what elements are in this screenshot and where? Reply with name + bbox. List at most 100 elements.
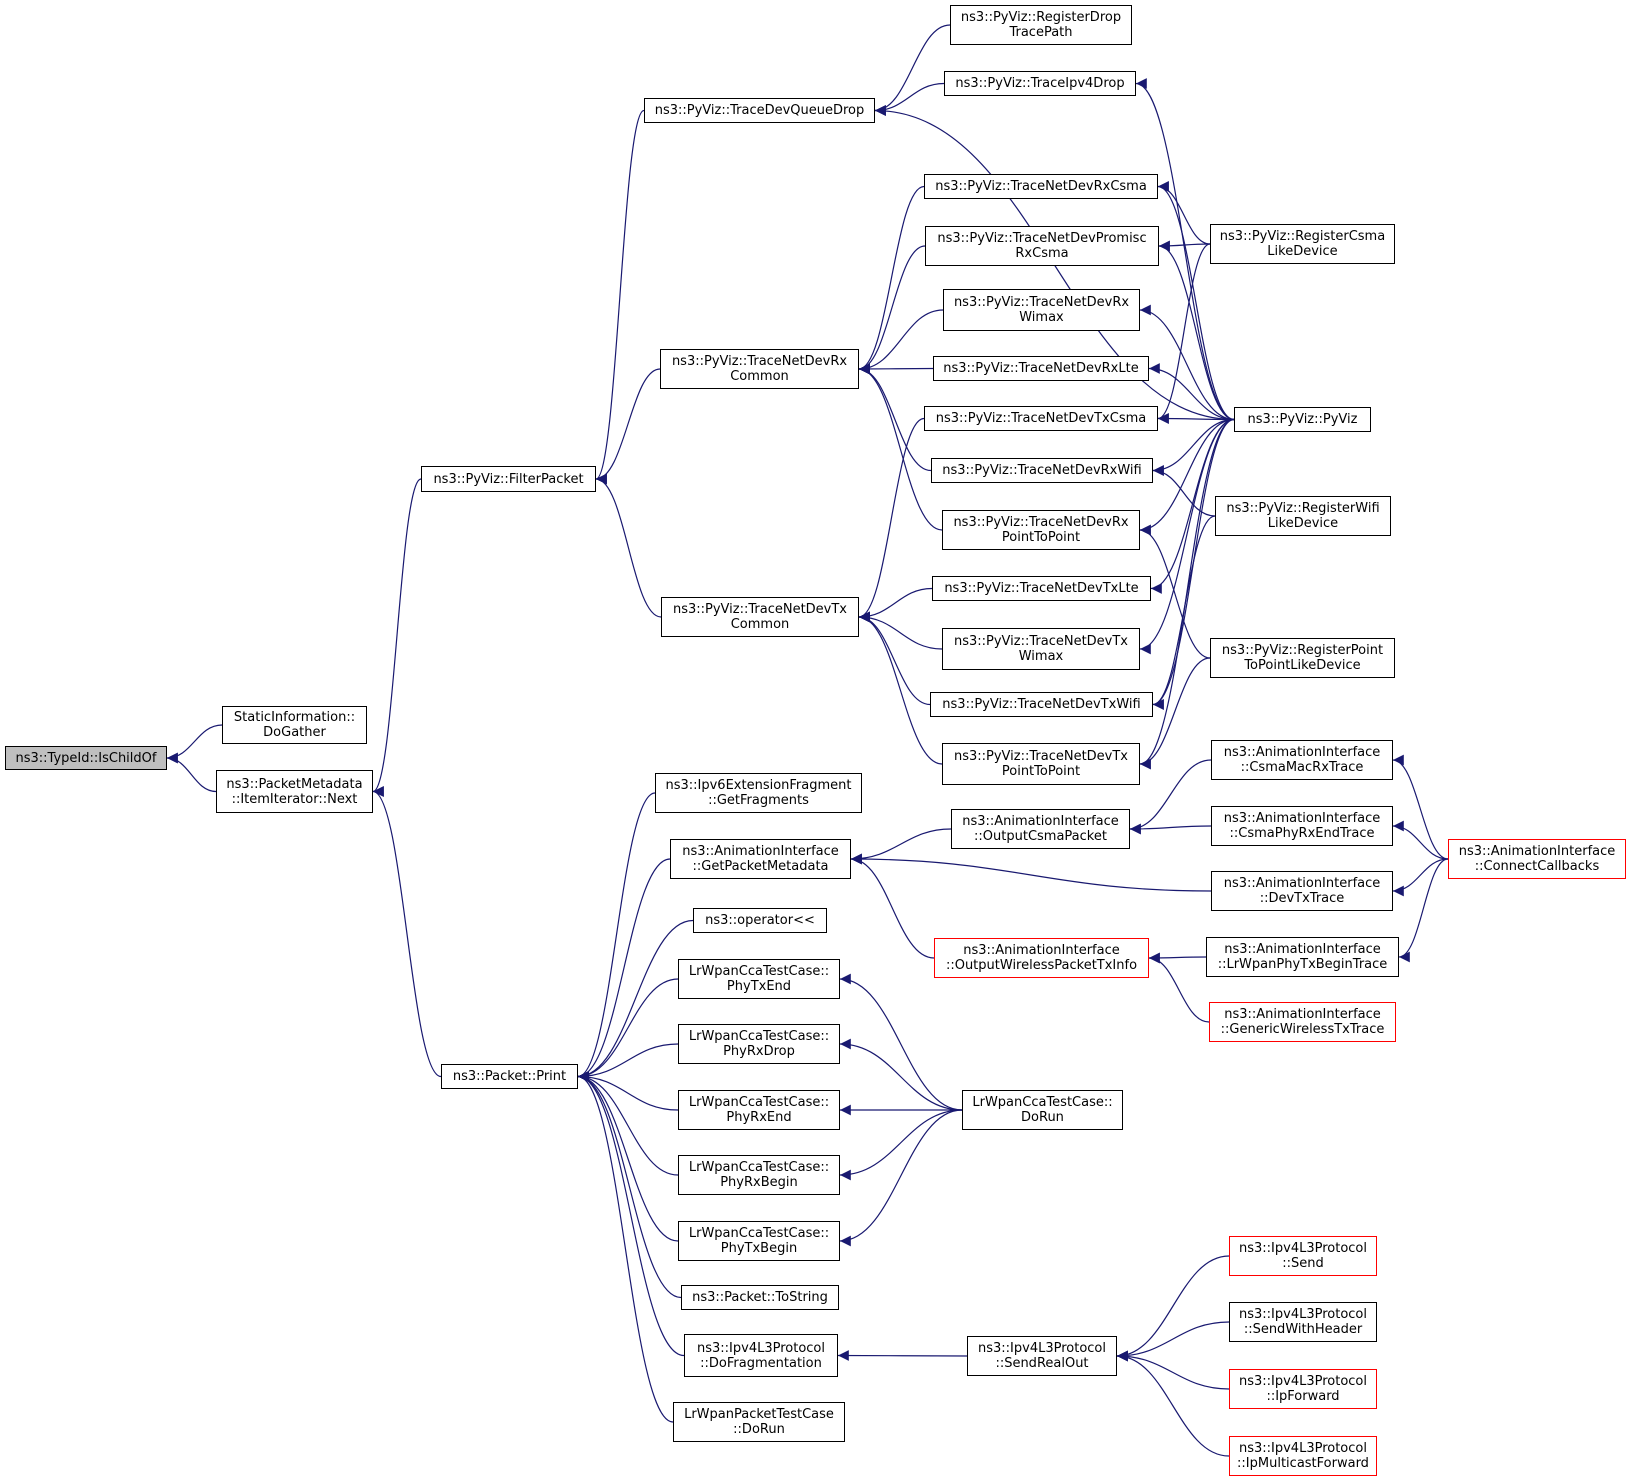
graph-node-typeid[interactable]: ns3::TypeId::IsChildOf bbox=[5, 746, 167, 770]
call-edge-connectcallbacks-to-devtxtrace bbox=[1392, 858, 1449, 897]
call-edge-packettostring-to-packet_print bbox=[577, 1071, 682, 1299]
graph-node-rxwifi[interactable]: ns3::PyViz::TraceNetDevRxWifi bbox=[931, 458, 1153, 483]
call-edge-phyrxdrop-to-packet_print bbox=[577, 1043, 679, 1082]
call-edge-rxcsma-to-rxcommon bbox=[858, 185, 925, 375]
graph-node-ipforward[interactable]: ns3::Ipv4L3Protocol ::IpForward bbox=[1229, 1369, 1377, 1409]
graph-node-pyviz[interactable]: ns3::PyViz::PyViz bbox=[1234, 407, 1371, 432]
graph-node-registerp2p[interactable]: ns3::PyViz::RegisterPoint ToPointLikeDev… bbox=[1210, 638, 1395, 678]
graph-node-ipmulticastforward[interactable]: ns3::Ipv4L3Protocol ::IpMulticastForward bbox=[1229, 1436, 1377, 1476]
call-edge-txwifi-to-txcommon bbox=[858, 611, 931, 706]
graph-node-sendwithheader[interactable]: ns3::Ipv4L3Protocol ::SendWithHeader bbox=[1229, 1302, 1377, 1342]
graph-node-operator[interactable]: ns3::operator<< bbox=[693, 908, 827, 933]
graph-node-ipv4send[interactable]: ns3::Ipv4L3Protocol ::Send bbox=[1229, 1236, 1377, 1276]
call-edge-traceipv4drop-to-tracedevqueuedrop bbox=[874, 82, 945, 116]
call-edge-pyviz-to-rxlte bbox=[1148, 363, 1235, 421]
graph-node-txcommon[interactable]: ns3::PyViz::TraceNetDevTx Common bbox=[661, 597, 859, 637]
call-edge-ipv4send-to-sendrealout bbox=[1116, 1255, 1230, 1362]
call-edge-static_dogather-to-typeid bbox=[166, 724, 223, 764]
call-edge-packettestdorun-to-packet_print bbox=[577, 1071, 674, 1423]
call-edge-csmamacrxtrace-to-outputcsmapacket bbox=[1129, 759, 1212, 835]
call-edge-pyviz-to-rxwimax bbox=[1139, 304, 1235, 421]
graph-node-tracedevqueuedrop[interactable]: ns3::PyViz::TraceDevQueueDrop bbox=[644, 98, 875, 123]
call-edge-rxwimax-to-rxcommon bbox=[858, 309, 944, 375]
graph-node-outputwireless[interactable]: ns3::AnimationInterface ::OutputWireless… bbox=[934, 938, 1149, 978]
graph-node-rxp2p[interactable]: ns3::PyViz::TraceNetDevRx PointToPoint bbox=[942, 510, 1140, 550]
call-edge-phytxbegin-to-packet_print bbox=[577, 1071, 679, 1242]
call-edge-rxp2p-to-rxcommon bbox=[858, 363, 943, 531]
call-edge-phyrxbegin-to-packet_print bbox=[577, 1071, 679, 1176]
call-edge-registercsma-to-txcsma bbox=[1157, 243, 1211, 424]
graph-node-pm_next[interactable]: ns3::PacketMetadata ::ItemIterator::Next bbox=[216, 770, 373, 813]
graph-node-txp2p[interactable]: ns3::PyViz::TraceNetDevTx PointToPoint bbox=[942, 743, 1140, 785]
graph-node-txlte[interactable]: ns3::PyViz::TraceNetDevTxLte bbox=[932, 576, 1151, 601]
call-edge-pyviz-to-txwimax bbox=[1139, 418, 1235, 655]
graph-node-traceipv4drop[interactable]: ns3::PyViz::TraceIpv4Drop bbox=[944, 71, 1136, 96]
graph-node-dofragmentation[interactable]: ns3::Ipv4L3Protocol ::DoFragmentation bbox=[684, 1334, 838, 1377]
call-edge-txcsma-to-txcommon bbox=[858, 417, 925, 623]
call-edge-pyviz-to-rxwifi bbox=[1152, 418, 1235, 476]
graph-node-txwifi[interactable]: ns3::PyViz::TraceNetDevTxWifi bbox=[930, 692, 1153, 717]
graph-node-rxcommon[interactable]: ns3::PyViz::TraceNetDevRx Common bbox=[660, 349, 859, 389]
graph-node-packettostring[interactable]: ns3::Packet::ToString bbox=[681, 1285, 839, 1310]
call-edge-rxcommon-to-filterpacket bbox=[595, 368, 661, 485]
call-edge-ipforward-to-sendrealout bbox=[1116, 1350, 1230, 1390]
call-edge-pm_next-to-typeid bbox=[166, 752, 217, 793]
graph-node-ipv6getfragments[interactable]: ns3::Ipv6ExtensionFragment ::GetFragment… bbox=[655, 773, 862, 813]
graph-node-rxwimax[interactable]: ns3::PyViz::TraceNetDevRx Wimax bbox=[943, 289, 1140, 331]
graph-node-ccadorun[interactable]: LrWpanCcaTestCase:: DoRun bbox=[962, 1090, 1123, 1130]
call-edge-registerwifi-to-rxwifi bbox=[1152, 465, 1216, 517]
call-edge-ipv6getfragments-to-packet_print bbox=[577, 792, 656, 1082]
call-edge-txwimax-to-txcommon bbox=[858, 611, 943, 650]
graph-node-sendrealout[interactable]: ns3::Ipv4L3Protocol ::SendRealOut bbox=[967, 1336, 1117, 1376]
call-edge-filterpacket-to-pm_next bbox=[372, 478, 422, 797]
graph-node-lrwpanphytxbegintrace[interactable]: ns3::AnimationInterface ::LrWpanPhyTxBeg… bbox=[1206, 937, 1399, 977]
graph-node-packet_print[interactable]: ns3::Packet::Print bbox=[441, 1064, 578, 1089]
call-edge-phytxend-to-packet_print bbox=[577, 978, 679, 1082]
graph-node-phyrxend[interactable]: LrWpanCcaTestCase:: PhyRxEnd bbox=[678, 1090, 840, 1130]
call-edge-txp2p-to-txcommon bbox=[858, 611, 943, 765]
call-edge-pyviz-to-traceipv4drop bbox=[1135, 78, 1235, 421]
graph-node-txcsma[interactable]: ns3::PyViz::TraceNetDevTxCsma bbox=[924, 406, 1158, 431]
graph-node-genericwirelesstxtrace[interactable]: ns3::AnimationInterface ::GenericWireles… bbox=[1209, 1002, 1396, 1042]
graph-node-rxlte[interactable]: ns3::PyViz::TraceNetDevRxLte bbox=[933, 356, 1149, 381]
call-edge-txcommon-to-filterpacket bbox=[595, 473, 662, 618]
graph-node-rxcsma[interactable]: ns3::PyViz::TraceNetDevRxCsma bbox=[924, 174, 1158, 199]
call-edge-ipmulticastforward-to-sendrealout bbox=[1116, 1350, 1230, 1457]
graph-node-static_dogather[interactable]: StaticInformation:: DoGather bbox=[222, 706, 367, 744]
graph-node-phytxbegin[interactable]: LrWpanCcaTestCase:: PhyTxBegin bbox=[678, 1221, 840, 1261]
graph-node-phyrxbegin[interactable]: LrWpanCcaTestCase:: PhyRxBegin bbox=[678, 1155, 840, 1195]
graph-node-csmaphyrxendtrace[interactable]: ns3::AnimationInterface ::CsmaPhyRxEndTr… bbox=[1211, 806, 1393, 846]
graph-node-registerwifi[interactable]: ns3::PyViz::RegisterWifi LikeDevice bbox=[1215, 496, 1391, 536]
graph-node-txwimax[interactable]: ns3::PyViz::TraceNetDevTx Wimax bbox=[942, 628, 1140, 670]
call-edge-tracedevqueuedrop-to-filterpacket bbox=[595, 109, 645, 485]
call-edge-devtxtrace-to-getpacketmetadata bbox=[850, 853, 1212, 892]
call-edge-registerdroptracepath-to-tracedevqueuedrop bbox=[874, 24, 951, 116]
graph-node-registerdroptracepath[interactable]: ns3::PyViz::RegisterDrop TracePath bbox=[950, 5, 1132, 45]
call-edge-phyrxend-to-packet_print bbox=[577, 1071, 679, 1111]
call-edge-csmaphyrxendtrace-to-outputcsmapacket bbox=[1129, 823, 1212, 835]
call-edge-connectcallbacks-to-lrwpanphytxbegintrace bbox=[1398, 858, 1449, 963]
call-edge-dofragmentation-to-packet_print bbox=[577, 1071, 685, 1357]
call-edge-pyviz-to-promiscrxcsma bbox=[1158, 240, 1235, 421]
graph-node-phytxend[interactable]: LrWpanCcaTestCase:: PhyTxEnd bbox=[678, 959, 840, 999]
call-edge-connectcallbacks-to-csmamacrxtrace bbox=[1392, 754, 1449, 860]
graph-node-connectcallbacks[interactable]: ns3::AnimationInterface ::ConnectCallbac… bbox=[1448, 839, 1626, 879]
call-edge-pyviz-to-txp2p bbox=[1139, 418, 1235, 770]
graph-node-getpacketmetadata[interactable]: ns3::AnimationInterface ::GetPacketMetad… bbox=[670, 839, 851, 879]
call-edge-ccadorun-to-phyrxdrop bbox=[839, 1038, 963, 1111]
call-edge-rxlte-to-rxcommon bbox=[858, 363, 934, 375]
graph-node-csmamacrxtrace[interactable]: ns3::AnimationInterface ::CsmaMacRxTrace bbox=[1211, 740, 1393, 780]
call-edge-registercsma-to-rxcsma bbox=[1157, 181, 1211, 245]
graph-node-packettestdorun[interactable]: LrWpanPacketTestCase ::DoRun bbox=[673, 1402, 845, 1442]
graph-node-phyrxdrop[interactable]: LrWpanCcaTestCase:: PhyRxDrop bbox=[678, 1024, 840, 1064]
graph-node-outputcsmapacket[interactable]: ns3::AnimationInterface ::OutputCsmaPack… bbox=[951, 809, 1130, 849]
graph-node-devtxtrace[interactable]: ns3::AnimationInterface ::DevTxTrace bbox=[1211, 871, 1393, 911]
call-edge-ccadorun-to-phytxend bbox=[839, 973, 963, 1111]
call-edge-operator-to-packet_print bbox=[577, 919, 694, 1082]
call-edge-lrwpanphytxbegintrace-to-outputwireless bbox=[1148, 952, 1207, 964]
graph-node-filterpacket[interactable]: ns3::PyViz::FilterPacket bbox=[421, 466, 596, 492]
graph-node-promiscrxcsma[interactable]: ns3::PyViz::TraceNetDevPromisc RxCsma bbox=[925, 226, 1159, 266]
graph-node-registercsma[interactable]: ns3::PyViz::RegisterCsma LikeDevice bbox=[1210, 224, 1395, 264]
